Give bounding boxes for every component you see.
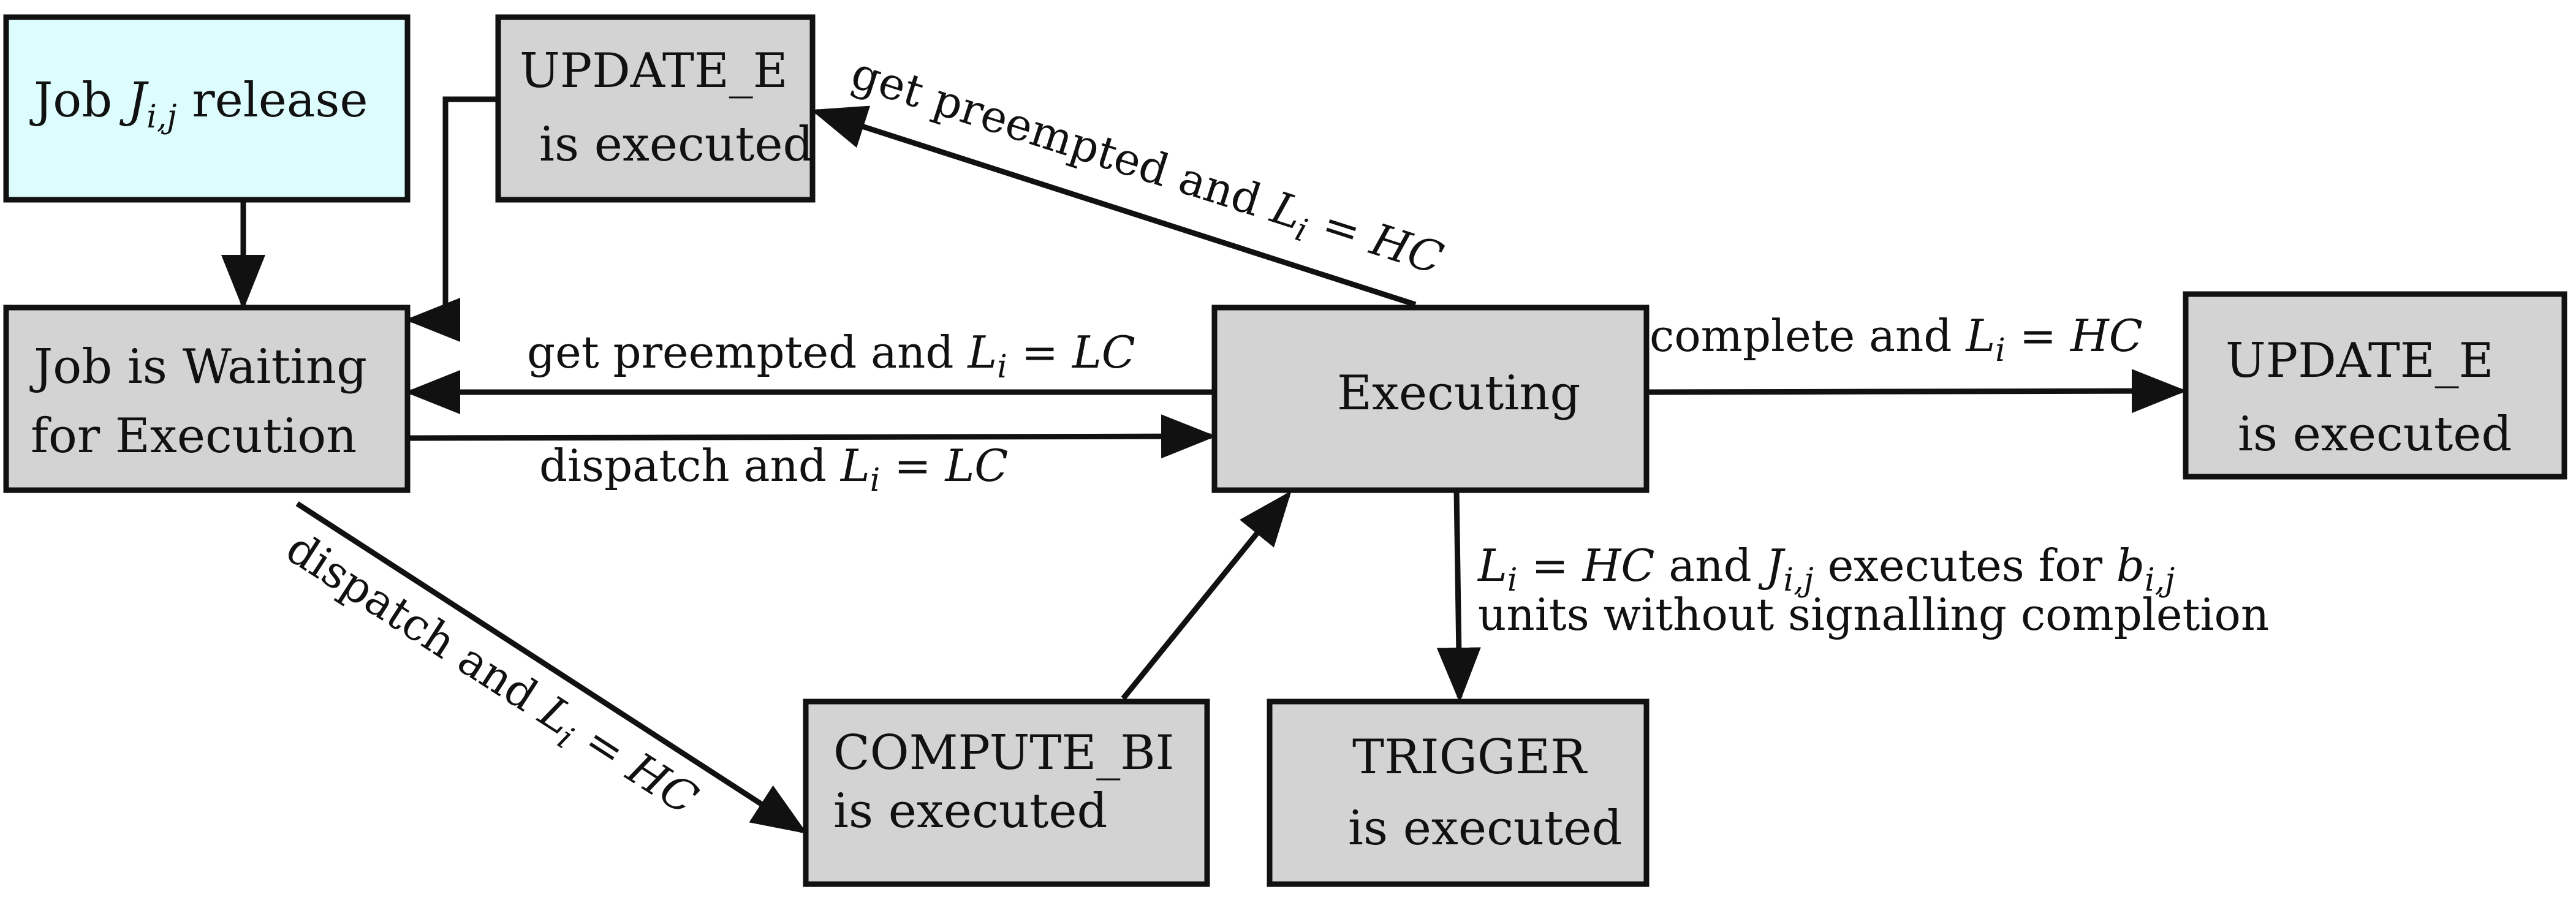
node-update-e-right: UPDATE_E is executed [2183,291,2567,480]
node-update-e-top: UPDATE_E is executed [495,14,816,203]
node-label-line2: for Execution [31,409,357,464]
label-trigger-condition: Li = HC and Ji,j executes for bi,j units… [1477,540,2269,640]
label-preempted-lc: get preempted and Li = LC [527,327,1135,385]
label-preempted-hc: get preempted and Li = HC [843,47,1449,292]
node-box [495,14,816,203]
node-executing: Executing [1211,305,1650,493]
edge-waiting-to-executing [407,414,1216,459]
node-job-waiting: Job is Waiting for Execution [3,305,411,493]
node-box [1267,698,1650,887]
label-complete-hc: complete and Li = HC [1650,310,2143,369]
edge-waiting-to-compute [295,501,808,834]
node-label-line2: is executed [833,784,1107,839]
node-trigger: TRIGGER is executed [1267,698,1650,887]
label-dispatch-hc: dispatch and Li = HC [273,522,707,831]
edge-executing-to-update-right [1646,369,2187,414]
label-dispatch-lc: dispatch and Li = LC [539,440,1008,499]
node-label-line1: COMPUTE_BI [833,725,1174,781]
edge-label: dispatch and Li = HC [273,522,707,831]
edge-executing-to-trigger [1436,490,1481,703]
node-label-line2: is executed [2238,407,2512,462]
node-label-line2: is executed [539,117,813,172]
node-label-line1: UPDATE_E [2226,333,2494,388]
edge-label-line2: units without signalling completion [1478,589,2269,640]
edge-label: get preempted and Li = HC [843,47,1449,292]
node-label: Job Ji,j release [29,73,368,135]
node-label-line1: Job is Waiting [29,339,367,395]
node-label-line1: TRIGGER [1352,730,1588,785]
node-box [3,14,411,203]
node-job-release: Job Ji,j release [3,14,411,203]
node-box [1211,305,1650,493]
node-box [3,305,411,493]
node-label: Executing [1337,366,1580,421]
edge-executing-to-update-top [811,105,1417,308]
node-compute-bi: COMPUTE_BI is executed [803,698,1210,887]
edge-label-line1: Li = HC and Ji,j executes for bi,j [1477,540,2175,599]
edge-update-to-waiting [405,96,498,342]
node-label-line1: UPDATE_E [520,44,788,99]
edge-compute-to-executing [1121,491,1292,700]
node-label-line2: is executed [1348,801,1622,856]
node-box [2183,291,2567,480]
